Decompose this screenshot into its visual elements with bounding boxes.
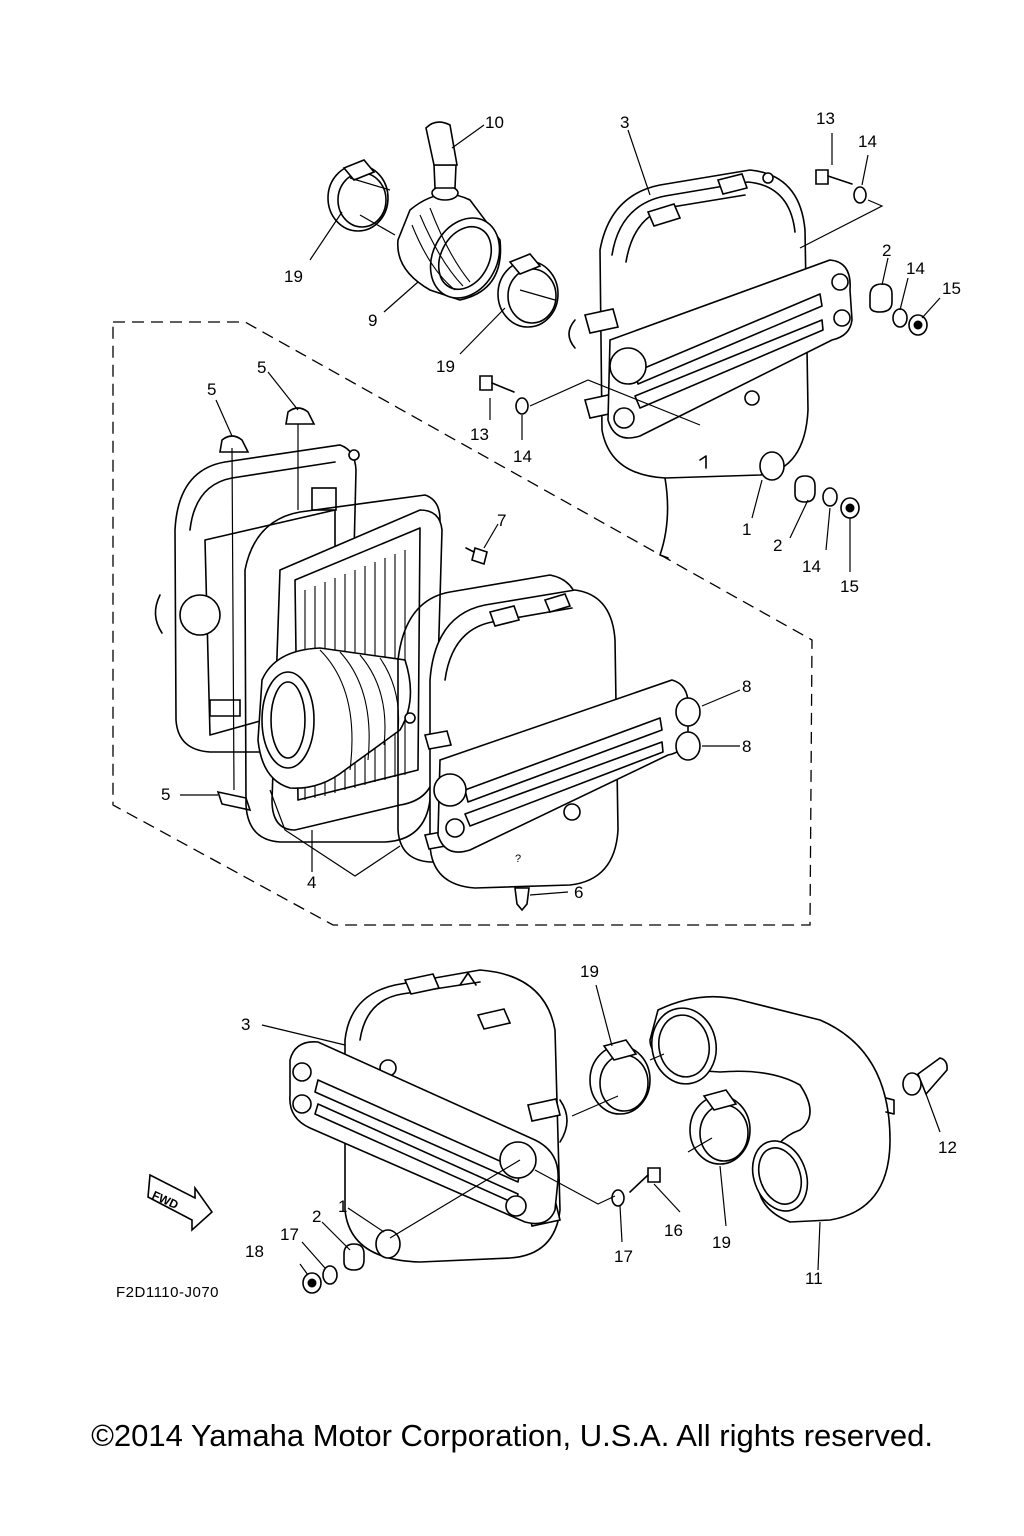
part-label: 8: [742, 737, 751, 756]
drain-tube: [659, 477, 669, 559]
grommets-8: [675, 697, 701, 761]
lower-left-fasteners: [302, 1229, 401, 1294]
part-label: 15: [840, 577, 859, 596]
part-label: 4: [307, 873, 316, 892]
part-number-labels: 10 3 13 14 19 9 19 2 14 15 5 5 13 14 7 1…: [161, 109, 961, 1288]
hose-clamp-lower-right: [689, 1089, 751, 1165]
part-label: 1: [742, 520, 751, 539]
part-label: 18: [245, 1242, 264, 1261]
clip-5-bottom: [216, 790, 252, 812]
part-label: 14: [802, 557, 821, 576]
lower-air-box-case: [289, 969, 568, 1263]
part-label: 15: [942, 279, 961, 298]
upper-lower-right-grommets: [759, 451, 860, 519]
part-label: 19: [284, 267, 303, 286]
part-label: 8: [742, 677, 751, 696]
part-label: 10: [485, 113, 504, 132]
part-label: 13: [816, 109, 835, 128]
svg-text:?: ?: [515, 853, 521, 865]
intake-funnel: [257, 647, 412, 789]
screw-7: [465, 546, 488, 566]
hose-clamp-upper-middle: [497, 253, 559, 328]
upper-air-box-case: [568, 169, 853, 479]
part-label: 19: [712, 1233, 731, 1252]
part-label: 1: [338, 1197, 347, 1216]
part-label: 3: [620, 113, 629, 132]
hose-clamp-upper-left: [327, 159, 389, 232]
part-label: 9: [368, 311, 377, 330]
part-label: 5: [257, 358, 266, 377]
part-label: 12: [938, 1138, 957, 1157]
part-label: 13: [470, 425, 489, 444]
part-label: 3: [241, 1015, 250, 1034]
part-label: 17: [280, 1225, 299, 1244]
drain-check-valve-6: ?: [514, 853, 530, 912]
leader-lines: [180, 124, 941, 1276]
part-label: 16: [664, 1221, 683, 1240]
air-intake-joint: [397, 121, 502, 301]
intake-duct-11: [649, 995, 895, 1223]
part-label: 19: [580, 962, 599, 981]
part-label: 6: [574, 883, 583, 902]
nipple-12: [902, 1057, 948, 1096]
part-label: 2: [882, 241, 891, 260]
clip-5-top-right: [285, 407, 316, 425]
copyright-notice: ©2014 Yamaha Motor Corporation, U.S.A. A…: [91, 1418, 933, 1453]
fwd-arrow-icon: FWD: [147, 1173, 214, 1232]
part-label: 2: [773, 536, 782, 555]
part-label: 14: [858, 132, 877, 151]
bolt-16-washer-17: [611, 1167, 661, 1207]
part-label: 14: [513, 447, 532, 466]
air-box-case-front: [404, 589, 689, 889]
exploded-view-boundary: [112, 321, 813, 926]
upper-right-fasteners: [815, 169, 928, 336]
part-label: 11: [805, 1269, 823, 1288]
part-label: 14: [906, 259, 925, 278]
part-label: 5: [161, 785, 170, 804]
clip-5-top-left: [219, 435, 250, 453]
drawing-code: F2D1110-J070: [116, 1284, 220, 1301]
part-label: 2: [312, 1207, 321, 1226]
part-label: 19: [436, 357, 455, 376]
part-label: 7: [497, 511, 506, 530]
part-label: 5: [207, 380, 216, 399]
part-label: 17: [614, 1247, 633, 1266]
hose-clamp-lower-middle: [589, 1039, 651, 1115]
bolt-13-left: [479, 375, 529, 415]
